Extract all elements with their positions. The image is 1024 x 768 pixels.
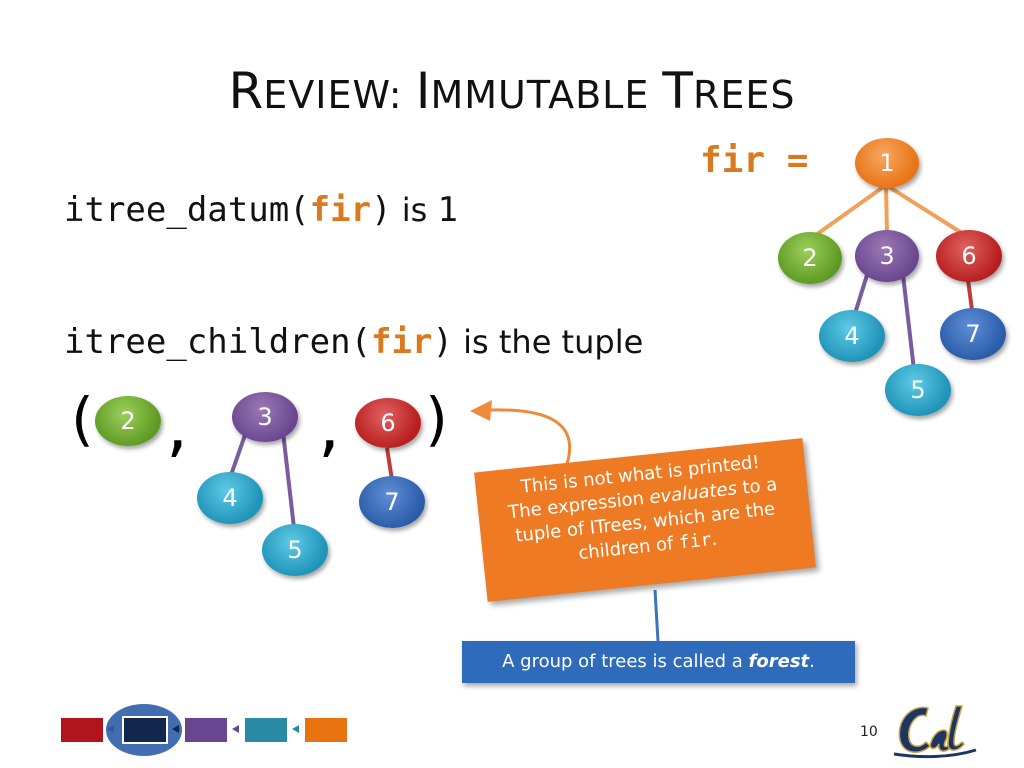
children-arg: fir [371,322,433,362]
tuple-node-6: 6 [355,398,421,448]
tuple-comma-2: , [312,395,347,463]
tuple-close-paren: ) [420,385,455,453]
nav-thumbnail-navy-current[interactable] [123,717,167,743]
tuple-node-2: 2 [95,396,161,446]
datum-arg: fir [309,190,372,230]
tuple-node-5: 5 [262,524,328,576]
tree-node-6: 6 [936,230,1002,282]
tree-node-3: 3 [855,230,919,282]
forest-emphasis: forest [748,651,810,672]
nav-thumbnail-teal[interactable] [244,717,288,743]
datum-close: ) [371,190,392,230]
tree-node-4: 4 [819,310,885,362]
nav-thumbnail-red[interactable] [60,717,104,743]
datum-value: 1 [437,190,458,230]
forest-text: A group of trees is called a [502,651,749,672]
children-close: ) [432,322,453,362]
forest-end: . [809,651,815,672]
children-line: itree_children(fir) is the tuple [64,322,643,362]
title-letter: I [415,62,431,120]
tuple-comma-1: , [160,395,195,463]
datum-is: is [391,191,438,229]
tuple-node-4: 4 [197,472,263,524]
tree-node-5: 5 [885,364,951,416]
fir-label: fir = [700,140,809,181]
forest-callout: A group of trees is called a forest. [462,641,855,683]
datum-line: itree_datum(fir) is 1 [64,190,458,230]
title-text: EVIEW: [263,73,416,117]
tree-node-2: 2 [778,232,842,284]
tree-node-1: 1 [855,138,919,188]
callout-text: to a [735,474,779,500]
tree-node-7: 7 [940,308,1006,360]
nav-thumbnail-orange[interactable] [304,717,348,743]
callout-code: fir [677,529,713,554]
tuple-node-3: 3 [232,392,298,442]
datum-func: itree_datum( [64,190,310,230]
slide-title: REVIEW: IMMUTABLE TREES [0,62,1024,120]
tuple-open-paren: ( [64,385,99,453]
children-func: itree_children( [64,322,372,362]
title-text: MMUTABLE [430,73,663,117]
children-text: is the tuple [452,323,644,361]
title-letter: R [228,62,264,120]
callout-text: . [710,528,719,551]
title-text: REES [692,73,796,117]
page-number: 10 [860,724,878,740]
tuple-node-7: 7 [359,476,425,528]
cal-logo [893,705,977,759]
nav-thumbnail-purple[interactable] [184,717,228,743]
title-letter: T [662,62,693,120]
